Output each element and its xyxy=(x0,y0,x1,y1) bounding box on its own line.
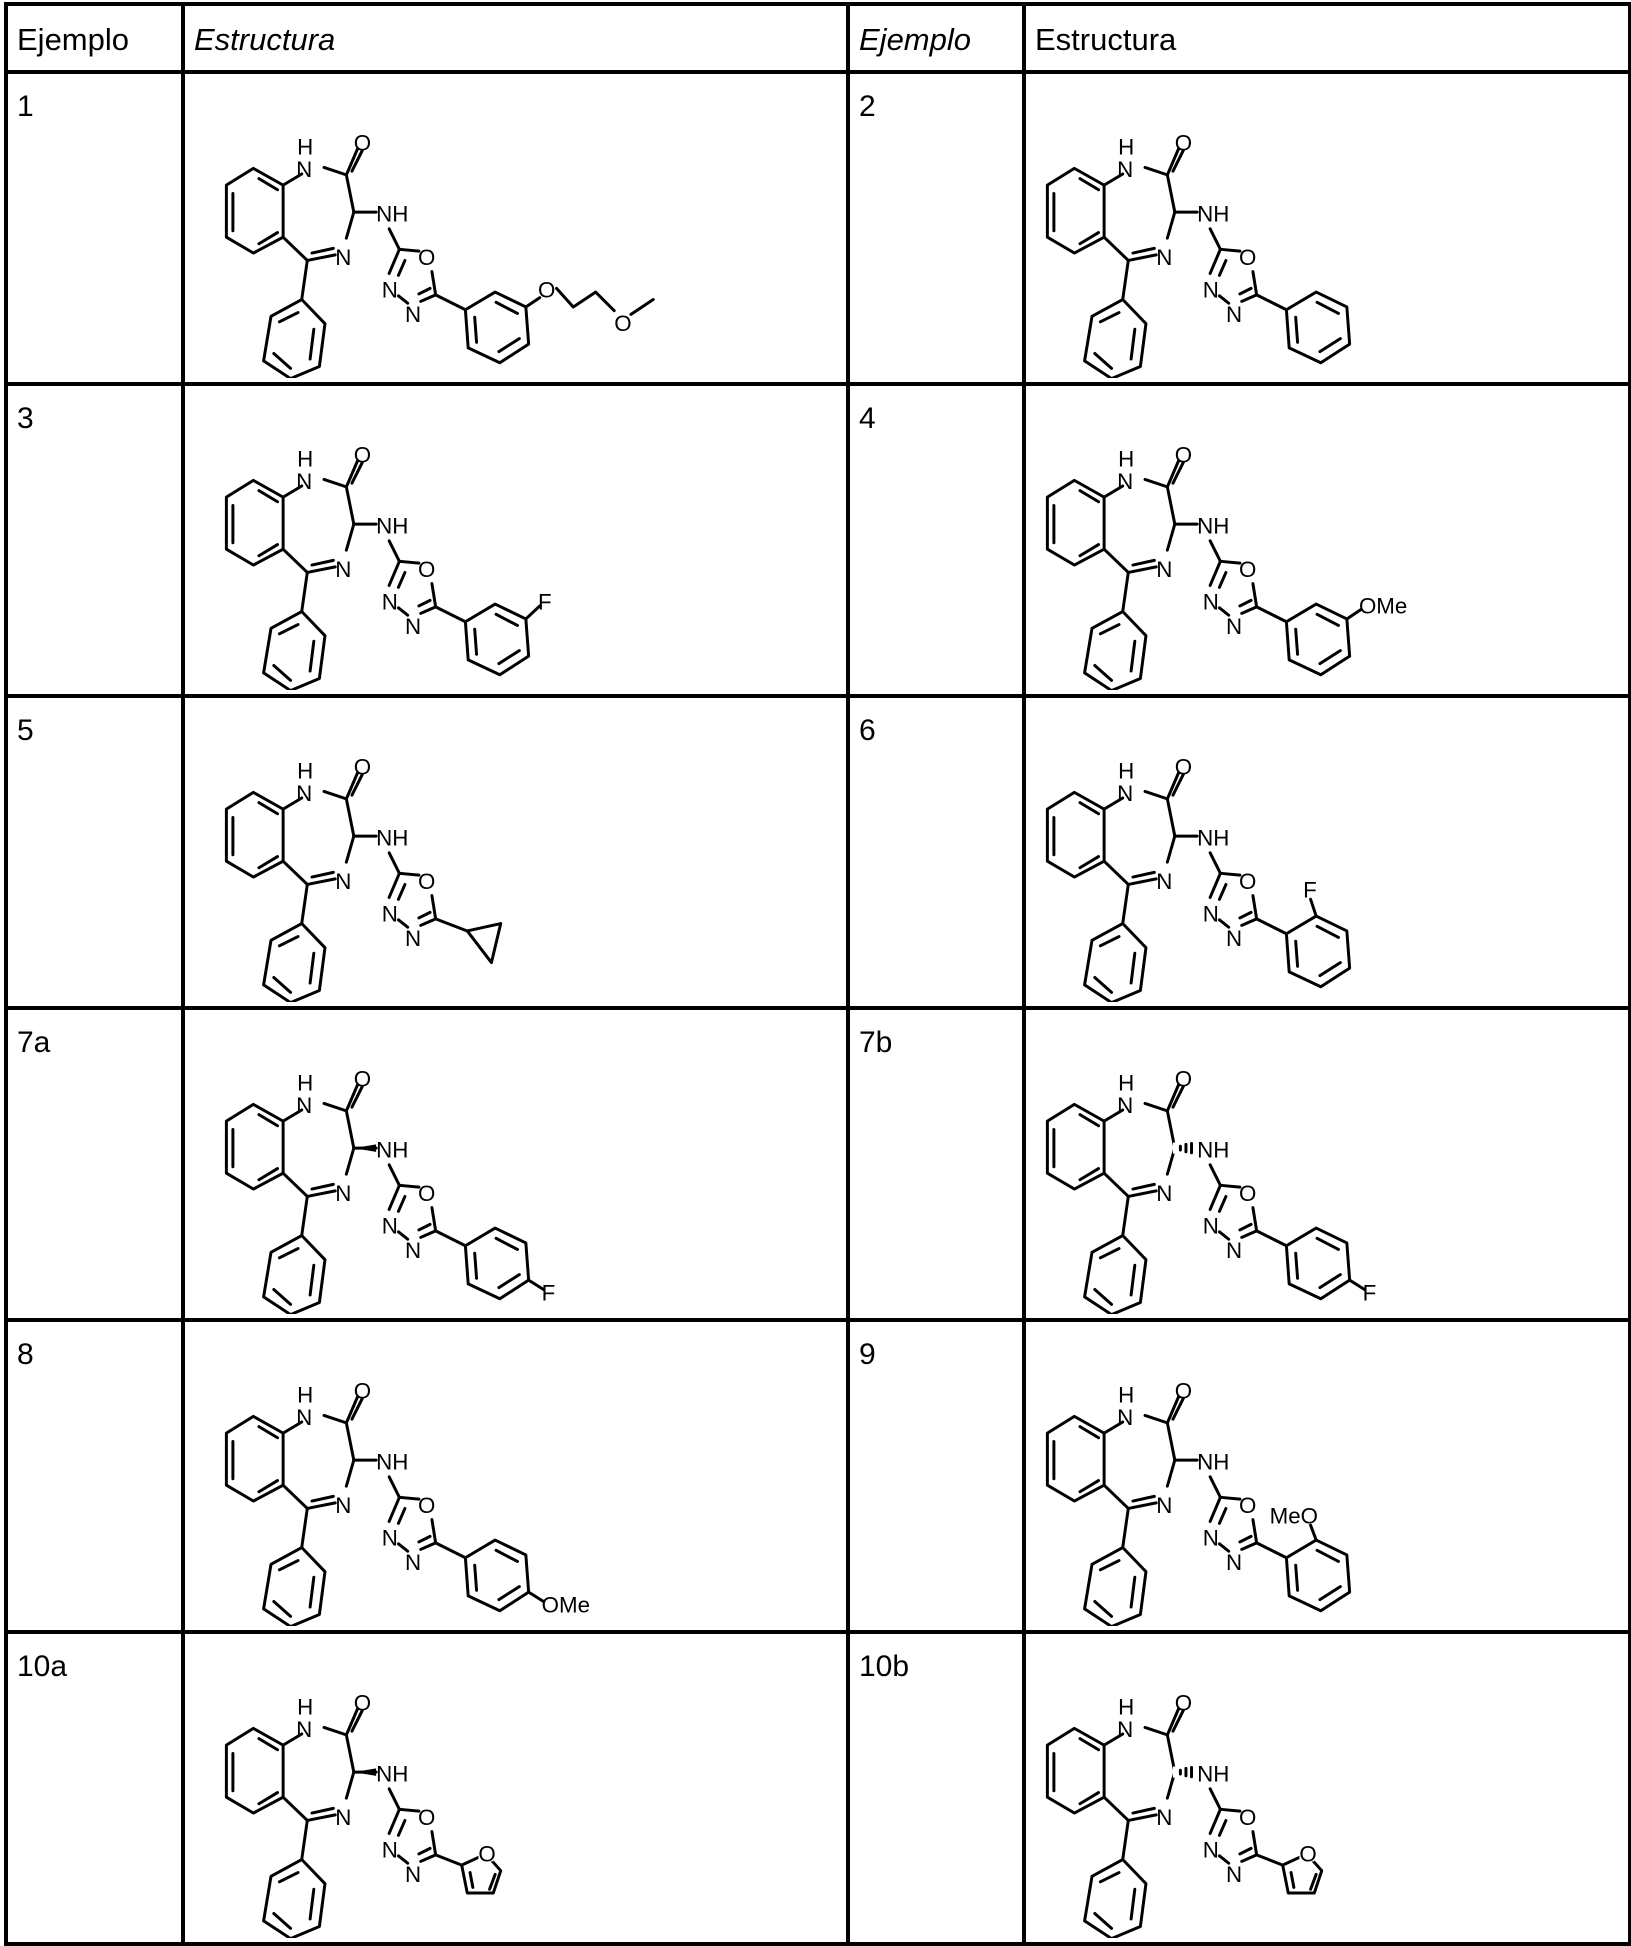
example-number-cell: 7b xyxy=(846,1006,1026,1322)
svg-text:F: F xyxy=(1303,877,1317,902)
header-label: Ejemplo xyxy=(859,22,971,57)
structure-cell: OMe xyxy=(181,1318,850,1634)
example-number: 5 xyxy=(17,714,34,747)
example-number: 7a xyxy=(17,1026,51,1059)
table-row: 3 F 4 OMe xyxy=(4,382,1631,698)
table-row: 10a O 10b xyxy=(4,1630,1631,1946)
example-number-cell: 4 xyxy=(846,382,1026,698)
example-number: 4 xyxy=(859,402,876,435)
chemical-structure-ex3: F xyxy=(224,441,552,690)
header-ejemplo-1: Ejemplo xyxy=(4,2,185,74)
chemical-structure-ex7a: F xyxy=(224,1065,556,1314)
example-number: 10a xyxy=(17,1650,68,1683)
svg-text:F: F xyxy=(1363,1281,1377,1306)
example-number-cell: 9 xyxy=(846,1318,1026,1634)
structure-cell: OMe xyxy=(1022,382,1631,698)
example-number: 3 xyxy=(17,402,34,435)
header-estructura-1: Estructura xyxy=(181,2,850,74)
example-number: 1 xyxy=(17,90,34,123)
header-label: Estructura xyxy=(194,22,336,57)
header-label: Ejemplo xyxy=(17,22,129,57)
example-number: 8 xyxy=(17,1338,34,1371)
chemical-structure-ex10b: O xyxy=(1045,1689,1324,1938)
svg-text:O: O xyxy=(1299,1841,1316,1866)
structure-cell xyxy=(1022,70,1631,386)
example-number-cell: 8 xyxy=(4,1318,185,1634)
example-number-cell: 10b xyxy=(846,1630,1026,1946)
structure-cell: F xyxy=(181,1006,850,1322)
example-number-cell: 2 xyxy=(846,70,1026,386)
example-number: 7b xyxy=(859,1026,893,1059)
header-estructura-2: Estructura xyxy=(1022,2,1631,74)
table-row: 5 6 F xyxy=(4,694,1631,1010)
structure-cell xyxy=(181,694,850,1010)
svg-text:O: O xyxy=(478,1841,495,1866)
chemical-structure-ex4: OMe xyxy=(1045,441,1407,690)
chemical-structure-ex5 xyxy=(224,753,503,1002)
chemical-structure-ex10a: O xyxy=(224,1689,503,1938)
chemical-structure-ex9: MeO xyxy=(1045,1377,1352,1626)
header-ejemplo-2: Ejemplo xyxy=(846,2,1026,74)
examples-table: Ejemplo Estructura Ejemplo Estructura 1 … xyxy=(4,2,1631,1946)
structure-cell: O xyxy=(1022,1630,1631,1946)
example-number: 10b xyxy=(859,1650,910,1683)
chemical-structure-ex8: OMe xyxy=(224,1377,590,1626)
svg-text:MeO: MeO xyxy=(1270,1503,1318,1528)
structure-cell: MeO xyxy=(1022,1318,1631,1634)
example-number-cell: 5 xyxy=(4,694,185,1010)
svg-text:F: F xyxy=(542,1281,556,1306)
table-row: 8 OMe 9 MeO xyxy=(4,1318,1631,1634)
example-number-cell: 1 xyxy=(4,70,185,386)
chemical-structure-ex6: F xyxy=(1045,753,1352,1002)
example-number: 9 xyxy=(859,1338,876,1371)
structure-cell: F xyxy=(181,382,850,698)
example-number: 6 xyxy=(859,714,876,747)
structure-cell: F xyxy=(1022,1006,1631,1322)
example-number-cell: 3 xyxy=(4,382,185,698)
chemical-structure-ex2 xyxy=(1045,129,1352,378)
chemical-structure-ex7b: F xyxy=(1045,1065,1377,1314)
svg-text:OMe: OMe xyxy=(542,1593,590,1618)
example-number-cell: 10a xyxy=(4,1630,185,1946)
svg-text:OMe: OMe xyxy=(1359,593,1407,618)
structure-cell: O O xyxy=(181,70,850,386)
svg-text:O: O xyxy=(538,278,555,303)
svg-text:F: F xyxy=(538,590,552,615)
table-row: 1 O O 2 xyxy=(4,70,1631,386)
structure-cell: O xyxy=(181,1630,850,1946)
header-label: Estructura xyxy=(1035,22,1177,57)
example-number-cell: 6 xyxy=(846,694,1026,1010)
header-row: Ejemplo Estructura Ejemplo Estructura xyxy=(4,2,1631,74)
structure-cell: F xyxy=(1022,694,1631,1010)
example-number: 2 xyxy=(859,90,876,123)
chemical-structure-ex1: O O xyxy=(224,129,655,378)
table-row: 7a F 7b F xyxy=(4,1006,1631,1322)
example-number-cell: 7a xyxy=(4,1006,185,1322)
svg-text:O: O xyxy=(614,311,631,336)
